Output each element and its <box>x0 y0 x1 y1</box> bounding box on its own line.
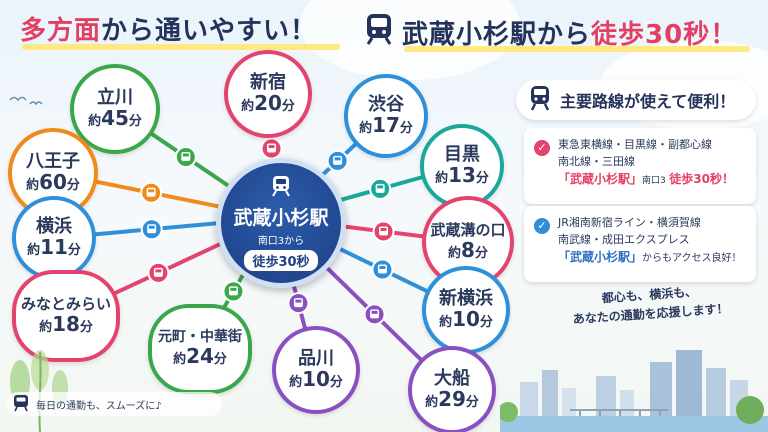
train-icon <box>270 175 292 201</box>
train-icon <box>326 149 349 172</box>
train-icon <box>364 12 394 53</box>
station-shin-yokohama: 新横浜 約10分 <box>422 266 510 354</box>
card-lines-2: 南北線・三田線 <box>558 155 635 169</box>
card-lines-1: 東急東横線・目黒線・副都心線 <box>558 138 712 151</box>
station-time: 約60分 <box>26 170 80 195</box>
hub-walk-time: 徒歩30秒 <box>244 250 318 271</box>
panel-title-bar: 主要路線が使えて便利！ <box>516 80 756 120</box>
station-time: 約20分 <box>241 91 295 116</box>
footer-text: 毎日の通勤も、スムーズに♪ <box>36 400 162 412</box>
city-skyline-illustration <box>500 350 768 432</box>
station-name: 立川 <box>97 86 133 108</box>
route-card-tokyu: ✓ 東急東横線・目黒線・副都心線 南北線・三田線 「武蔵小杉駅」南口3 徒歩30… <box>524 128 756 204</box>
station-shinagawa: 品川 約10分 <box>272 326 360 414</box>
train-icon <box>140 218 163 241</box>
station-shibuya: 渋谷 約17分 <box>344 74 428 158</box>
station-tachikawa: 立川 約45分 <box>70 64 160 154</box>
station-motomachi-chukagai: 元町・中華街 約24分 <box>148 304 252 394</box>
train-icon <box>528 85 552 115</box>
station-time: 約13分 <box>435 163 489 188</box>
station-minatomirai: みなとみらい 約18分 <box>12 270 120 362</box>
card-station: 「武蔵小杉駅」 <box>558 172 643 187</box>
station-name: 横浜 <box>36 215 72 237</box>
card-tail: からもアクセス良好！ <box>642 253 742 265</box>
station-time: 約45分 <box>88 106 142 131</box>
station-time: 約8分 <box>448 237 488 262</box>
train-icon <box>222 280 245 303</box>
station-time: 約11分 <box>27 235 81 260</box>
card-lines-1: JR湘南新宿ライン・横須賀線 <box>558 216 701 229</box>
station-time: 約10分 <box>289 367 343 392</box>
card-station: 「武蔵小杉駅」 <box>558 250 643 265</box>
bird-icon <box>9 96 43 106</box>
headline-highlight <box>404 46 750 52</box>
card-walk: 徒歩30秒！ <box>669 172 734 187</box>
hub-exit: 南口3から <box>257 236 305 247</box>
footer-caption: 毎日の通勤も、スムーズに♪ <box>6 392 222 416</box>
station-name: 大船 <box>434 367 470 389</box>
check-icon: ✓ <box>534 140 550 156</box>
headline-highlight <box>22 44 340 50</box>
headline-right-text: 武蔵小杉駅から <box>402 20 592 50</box>
station-shinjuku: 新宿 約20分 <box>224 50 312 138</box>
station-name: 武蔵溝の口 <box>430 221 506 240</box>
hub-musashi-kosugi: 武蔵小杉駅 南口3から 徒歩30秒 <box>216 158 346 288</box>
check-icon: ✓ <box>534 218 550 234</box>
card-exit: 南口3 <box>642 176 666 187</box>
train-icon <box>372 220 395 243</box>
train-icon <box>287 292 310 315</box>
station-time: 約24分 <box>173 344 227 369</box>
train-icon <box>260 137 283 160</box>
station-time: 約29分 <box>425 387 479 412</box>
hub-name: 武蔵小杉駅 <box>233 207 329 229</box>
station-time: 約17分 <box>359 113 413 138</box>
station-name: みなとみらい <box>20 295 111 314</box>
headline-left-rest: から通いやすい！ <box>101 16 318 46</box>
station-name: 八王子 <box>26 150 80 172</box>
train-icon <box>147 261 170 284</box>
station-time: 約10分 <box>439 307 493 332</box>
station-name: 目黒 <box>444 143 480 165</box>
train-icon <box>371 258 394 281</box>
station-yokohama: 横浜 約11分 <box>12 196 96 280</box>
headline-right-emphasis: 徒歩30秒 <box>591 20 711 50</box>
headline-left: 多方面から通いやすい！ <box>20 10 317 47</box>
train-icon <box>369 177 392 200</box>
card-lines-2: 南武線・成田エクスプレス <box>558 233 690 247</box>
station-name: 品川 <box>298 347 334 369</box>
station-name: 渋谷 <box>368 93 404 115</box>
headline-right-bang: ！ <box>710 20 738 50</box>
station-time: 約18分 <box>39 311 93 336</box>
headline-left-emphasis: 多方面 <box>20 16 102 46</box>
station-name: 新横浜 <box>439 287 493 309</box>
panel-title: 主要路線が使えて便利！ <box>560 92 736 111</box>
train-icon <box>363 303 386 326</box>
headline-right: 武蔵小杉駅から徒歩30秒！ <box>364 12 737 53</box>
train-icon <box>140 181 163 204</box>
station-ofuna: 大船 約29分 <box>408 346 496 432</box>
station-name: 元町・中華街 <box>158 328 242 345</box>
train-icon <box>174 145 197 168</box>
route-card-jr: ✓ JR湘南新宿ライン・横須賀線 南武線・成田エクスプレス 「武蔵小杉駅」からも… <box>524 206 756 282</box>
station-name: 新宿 <box>250 71 286 93</box>
train-icon <box>12 394 30 415</box>
